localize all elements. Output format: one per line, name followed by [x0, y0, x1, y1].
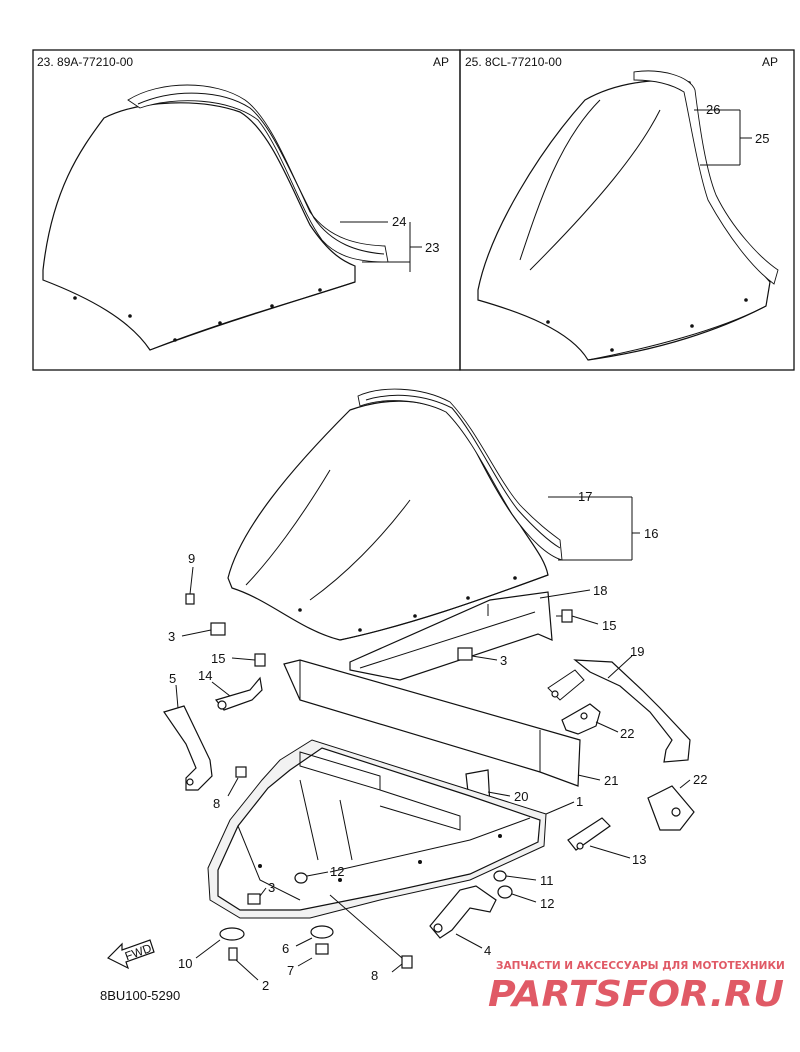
callout-3b: 3: [500, 653, 507, 668]
windscreen-25-drawing: [477, 70, 779, 361]
callout-11: 11: [540, 873, 554, 888]
bracket-13-drawing: [567, 817, 611, 851]
bracket-18-drawing: [349, 591, 553, 681]
callout-3a: 3: [168, 629, 175, 644]
screw-15-left-drawing: [254, 653, 266, 667]
callout-15a: 15: [602, 618, 616, 633]
grommet-11-drawing: [493, 870, 507, 882]
callout-6: 6: [282, 941, 289, 956]
callout-12a: 12: [330, 864, 344, 879]
grommet-12-left-drawing: [294, 872, 308, 884]
bracket-22-upper-drawing: [561, 703, 601, 735]
stay-19-drawing: [547, 659, 691, 763]
callout-3c: 3: [268, 880, 275, 895]
panel-right-tag: AP: [762, 55, 778, 69]
bracket-22-lower-drawing: [647, 785, 695, 831]
callout-26: 26: [706, 102, 720, 117]
nut-3-top-drawing: [210, 622, 226, 636]
diagram-code: 8BU100-5290: [100, 988, 180, 1003]
washer-6-drawing: [310, 925, 334, 955]
watermark-logo: PARTSFOR.RU: [488, 974, 784, 1015]
grommet-12-right-drawing: [497, 885, 513, 899]
callout-23: 23: [425, 240, 439, 255]
callout-21: 21: [604, 773, 618, 788]
callout-9: 9: [188, 551, 195, 566]
callout-4: 4: [484, 943, 491, 958]
panel-left-tag: AP: [433, 55, 449, 69]
fwd-arrow-icon: [106, 939, 155, 970]
windscreen-23-drawing: [42, 84, 389, 351]
callout-22a: 22: [620, 726, 634, 741]
callout-18: 18: [593, 583, 607, 598]
callout-12b: 12: [540, 896, 554, 911]
callout-10: 10: [178, 956, 192, 971]
callout-24: 24: [392, 214, 406, 229]
bracket-14-drawing: [214, 676, 263, 711]
cowling-1-drawing: [207, 739, 547, 919]
callout-8b: 8: [371, 968, 378, 983]
callout-1: 1: [576, 794, 583, 809]
callout-20: 20: [514, 789, 528, 804]
callout-7: 7: [287, 963, 294, 978]
washer-10-drawing: [219, 927, 245, 961]
screw-9-drawing: [185, 593, 195, 605]
watermark-tagline: ЗАПЧАСТИ И АКСЕССУАРЫ ДЛЯ МОТОТЕХНИКИ: [496, 960, 785, 972]
panel-box-right: [459, 49, 795, 371]
panel-right-code: 25. 8CL-77210-00: [465, 55, 562, 69]
callout-19: 19: [630, 644, 644, 659]
bracket-4-drawing: [429, 885, 497, 939]
screw-8-lower-drawing: [329, 894, 413, 969]
bracket-5-drawing: [163, 705, 213, 791]
callout-8a: 8: [213, 796, 220, 811]
callout-13: 13: [632, 852, 646, 867]
windscreen-16-drawing: [227, 388, 563, 641]
callout-16: 16: [644, 526, 658, 541]
screw-15-right-drawing: [556, 609, 573, 623]
screw-8-upper-drawing: [235, 766, 247, 778]
panel-left-code: 23. 89A-77210-00: [37, 55, 133, 69]
callout-2: 2: [262, 978, 269, 993]
callout-17: 17: [578, 489, 592, 504]
callout-22b: 22: [693, 772, 707, 787]
nut-3-lower-drawing: [247, 893, 261, 905]
callout-5: 5: [169, 671, 176, 686]
callout-25: 25: [755, 131, 769, 146]
callout-14: 14: [198, 668, 212, 683]
fwd-label: FWD: [123, 941, 154, 964]
callout-15b: 15: [211, 651, 225, 666]
panel-21-drawing: [283, 659, 581, 787]
nut-3-mid-drawing: [457, 647, 473, 661]
